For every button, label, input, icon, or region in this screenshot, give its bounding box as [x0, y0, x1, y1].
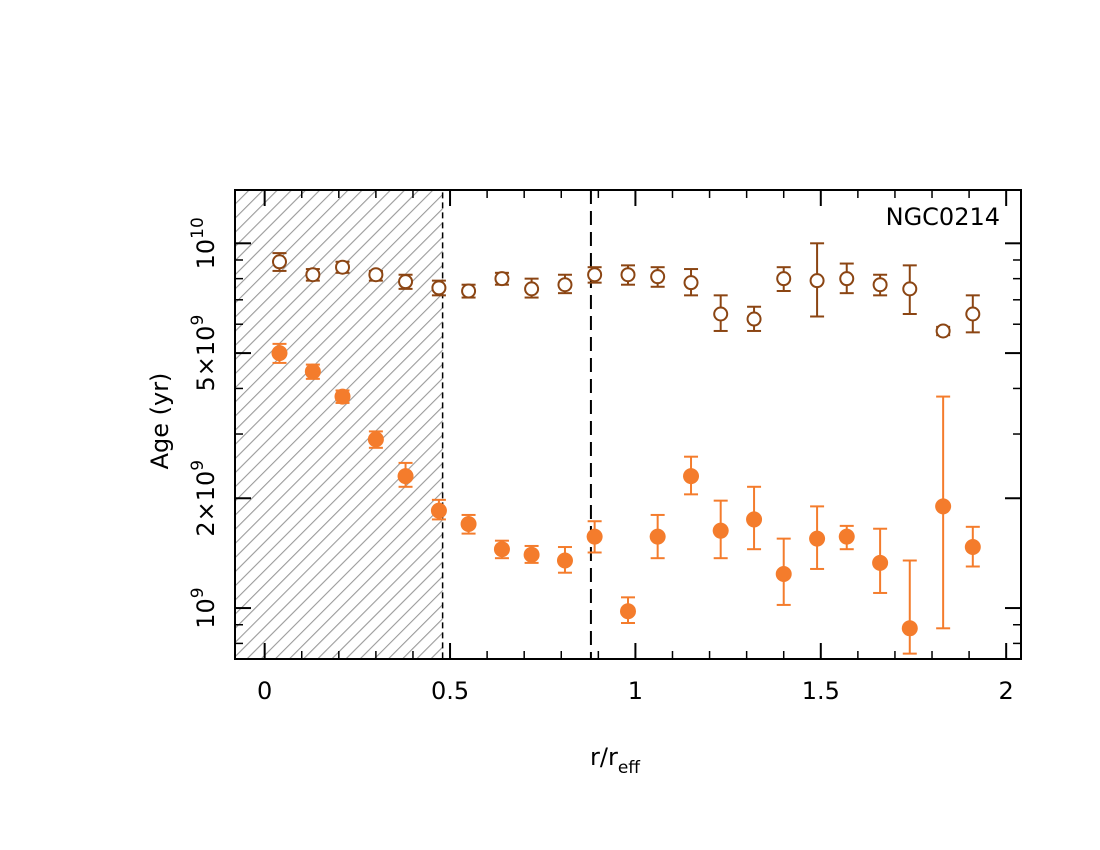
data-point-filled — [271, 345, 288, 362]
x-tick-label: 0.5 — [431, 677, 469, 705]
data-point-open — [620, 267, 636, 283]
data-point-filled — [430, 502, 447, 519]
data-point-filled — [901, 620, 918, 637]
x-tick-label: 2 — [999, 677, 1014, 705]
data-point-filled — [649, 528, 666, 545]
y-tick-label: 5×109 — [188, 315, 220, 392]
data-point-open — [431, 280, 447, 296]
data-point-open — [809, 273, 825, 289]
data-point-filled — [556, 552, 573, 569]
data-point-open — [683, 275, 699, 291]
data-point-open — [935, 323, 951, 339]
data-point-open — [965, 306, 981, 322]
data-point-filled — [712, 522, 729, 539]
data-point-filled — [746, 511, 763, 528]
data-point-open — [902, 281, 918, 297]
data-point-open — [713, 306, 729, 322]
x-tick-label: 1.5 — [802, 677, 840, 705]
hatched-excluded-region — [234, 189, 444, 660]
data-point-filled — [809, 530, 826, 547]
data-point-filled — [493, 541, 510, 558]
data-point-filled — [683, 468, 700, 485]
data-point-open — [494, 271, 510, 287]
data-point-open — [839, 271, 855, 287]
data-point-filled — [775, 565, 792, 582]
data-point-open — [368, 267, 384, 283]
data-point-filled — [397, 468, 414, 485]
data-point-open — [557, 277, 573, 293]
series-filled-circles — [271, 342, 981, 655]
data-point-filled — [935, 498, 952, 515]
data-point-open — [271, 254, 287, 270]
y-axis-title: Age (yr) — [146, 373, 174, 470]
panel-label: NGC0214 — [886, 203, 1000, 231]
data-point-open — [524, 281, 540, 297]
data-point-filled — [872, 554, 889, 571]
data-point-filled — [367, 431, 384, 448]
data-point-open — [398, 274, 414, 290]
series-open-circles — [271, 242, 981, 339]
data-point-filled — [523, 546, 540, 563]
data-point-open — [776, 271, 792, 287]
y-tick-label: 1010 — [188, 217, 220, 269]
data-point-filled — [334, 388, 351, 405]
data-point-open — [746, 311, 762, 327]
plot-frame — [234, 189, 1022, 660]
data-point-filled — [964, 539, 981, 556]
data-point-filled — [304, 363, 321, 380]
data-point-filled — [838, 528, 855, 545]
data-point-filled — [460, 515, 477, 532]
y-tick-label: 2×109 — [188, 460, 220, 537]
x-tick-label: 1 — [628, 677, 643, 705]
x-axis-title-subscript: eff — [618, 758, 641, 778]
data-point-filled — [586, 528, 603, 545]
data-point-open — [872, 277, 888, 293]
x-tick-label: 0 — [257, 677, 272, 705]
data-point-open — [650, 269, 666, 285]
y-tick-label: 109 — [188, 587, 220, 628]
x-axis-title: r/reff — [590, 743, 641, 778]
data-point-open — [305, 267, 321, 283]
data-point-open — [335, 259, 351, 275]
data-point-open — [461, 283, 477, 299]
data-point-filled — [620, 603, 636, 620]
data-point-open — [587, 267, 603, 283]
